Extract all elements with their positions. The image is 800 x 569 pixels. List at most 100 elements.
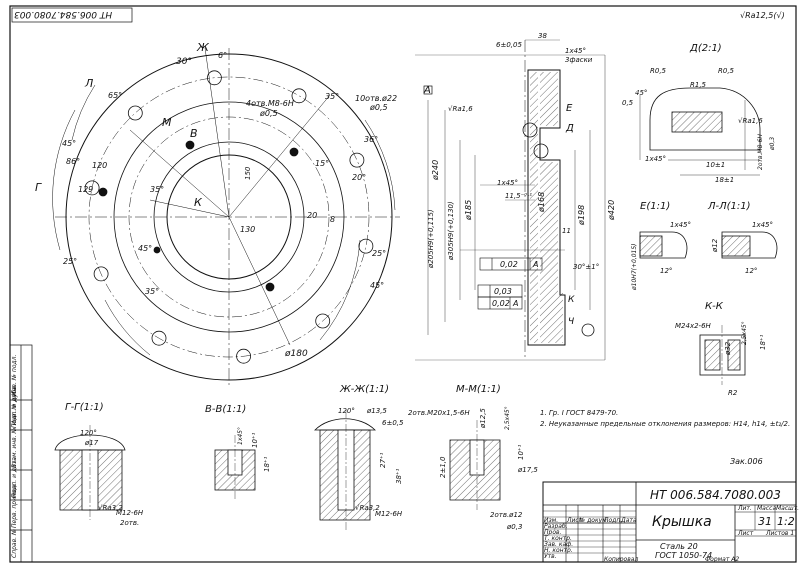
tb-scale-value: 1:2 [777, 515, 795, 528]
detail-k-thread: M24x2-6H [675, 322, 711, 330]
tb-copied: Копировал [604, 556, 639, 563]
detail-d-45: 45° [635, 89, 648, 97]
dim-d198: ø198 [577, 204, 586, 225]
bolt-hole [93, 266, 109, 282]
tol-runout-ref: A [533, 260, 539, 269]
bolt-hole [84, 180, 100, 196]
dim-36deg: 36° [364, 135, 379, 144]
plan-view [52, 47, 400, 385]
strip-first: Перв. примен. [11, 482, 18, 528]
detail-d-rough: √Ra1,6 [738, 117, 763, 125]
section-g [54, 425, 126, 520]
title-detail-e: Е(1:1) [640, 201, 671, 212]
tol-par-value: 0,02 [492, 299, 510, 308]
hole-m8-callout: 4отв.М8-6Н [246, 99, 294, 108]
sec-g-thread: M12-6H [116, 509, 144, 517]
note-2: 2. Неуказанные предельные отклонения раз… [540, 420, 791, 428]
dim-30deg-1: 30°±1° [573, 263, 600, 271]
material-line2: ГОСТ 1050-74 [655, 551, 713, 560]
detail-d-r15: R1,5 [690, 81, 706, 89]
dim-35deg-bottom: 35° [145, 287, 160, 296]
detail-l-chamfer: 1x45° [752, 221, 774, 229]
chamfer-1x45: 1x45° [565, 47, 587, 55]
part-name: Крышка [652, 514, 712, 530]
material-line1: Сталь 20 [660, 542, 698, 551]
dim-25deg-left: 25° [63, 257, 78, 266]
bolt-hole [151, 330, 167, 346]
label-ch: Ч [568, 317, 575, 327]
dim-6-005: 6±0,05 [496, 41, 522, 49]
sec-zh-holes: 2отв.М20х1,5-6Н [408, 409, 470, 417]
detail-e [639, 231, 688, 259]
sec-v-chamfer: 1x45° [237, 426, 244, 445]
sec-zh-angle: 120° [338, 407, 355, 415]
sec-zh-d1: 27⁺¹ [379, 452, 387, 468]
dim-20deg: 20° [352, 173, 367, 182]
dim-25deg: 25° [372, 249, 387, 258]
dim-d305: ø305H9(+0,130) [447, 201, 455, 260]
order-number: Зак.006 [730, 457, 763, 466]
tb-lit: Лит. [738, 505, 752, 512]
detail-l-dia: ø12 [711, 238, 719, 252]
label-e: Е [566, 103, 573, 114]
tol-par-ref: A [513, 299, 519, 308]
section-view [415, 39, 606, 361]
detail-d-pos: ø0,3 [769, 136, 776, 150]
sec-zh-d2: 38⁺¹ [395, 468, 403, 484]
tb-scale: Масшт. [776, 505, 800, 512]
general-roughness: √Ra12,5(√) [740, 11, 785, 20]
dim-d240: ø240 [431, 159, 440, 180]
detail-d-05: 0,5 [622, 99, 634, 107]
sec-zh-chamfer: 6±0,5 [382, 419, 404, 427]
bolt-hole [236, 348, 252, 364]
detail-d-18: 18±1 [715, 176, 735, 184]
tb-format: Формат А2 [705, 556, 740, 563]
section-m [449, 420, 501, 510]
dim-30deg: 30° [176, 57, 192, 67]
tb-row-label: Утв. [544, 553, 557, 560]
label-k: К [194, 196, 202, 209]
detail-l-angle: 12° [745, 267, 758, 275]
sec-v-d1: 10⁺¹ [251, 432, 259, 448]
detail-d-1x45: 1x45° [645, 155, 667, 163]
datum-a: A [424, 85, 431, 96]
dim-d205: ø205H9(+0,115) [427, 209, 435, 268]
dim-129: 129 [78, 185, 94, 194]
tol-runout-value: 0,02 [500, 260, 518, 269]
designation-stamp: НТ 006.584.7080.003 [14, 9, 113, 19]
title-section-zh: Ж-Ж(1:1) [340, 384, 390, 395]
label-zh: Ж [197, 41, 209, 54]
label-k-sec: К [568, 295, 575, 305]
dim-c1x45: 1x45° [497, 179, 519, 187]
tb-mass: Масса [757, 505, 777, 512]
dim-d180: ø180 [285, 349, 308, 359]
dim-45deg-bottom: 45° [138, 244, 153, 253]
tb-header-cell: Лист [567, 517, 583, 524]
dim-115: 11,5⁻⁰·¹ [505, 192, 533, 200]
detail-e-chamfer: 1x45° [670, 221, 692, 229]
sec-m-dia: ø12,5 [479, 408, 487, 428]
strip-ref: Справ. № [11, 528, 18, 558]
dim-35deg-center: 35° [150, 185, 165, 194]
dim-20: 20 [307, 211, 318, 220]
sheet-frame [9, 5, 797, 563]
dim-45deg-right: 45° [370, 281, 385, 290]
tb-header-cell: Изм. [544, 517, 559, 524]
label-l: Л [85, 77, 94, 90]
detail-d-r05b: R0,5 [718, 67, 734, 75]
sec-g-rough: √Ra3,2 [98, 504, 123, 512]
detail-e-dia: ø10H7(+0,015) [631, 243, 638, 290]
sec-g-angle: 120° [80, 429, 97, 437]
sec-v-d2: 18⁺¹ [263, 456, 271, 472]
tb-row-label: Н. контр. [544, 547, 573, 554]
title-detail-d: Д(2:1) [690, 43, 722, 54]
tb-row-label: Пров. [544, 529, 562, 536]
rough-ra16: √Ra1,6 [448, 105, 473, 113]
dim-65deg: 65° [108, 91, 123, 100]
dim-6deg: 6° [218, 51, 228, 60]
tb-header-cell: Дата [621, 517, 637, 524]
sec-m-holes: 2отв.ø12 [490, 511, 523, 519]
dim-d420: ø420 [607, 199, 616, 220]
side-strip [9, 344, 33, 563]
section-zh [314, 410, 376, 530]
